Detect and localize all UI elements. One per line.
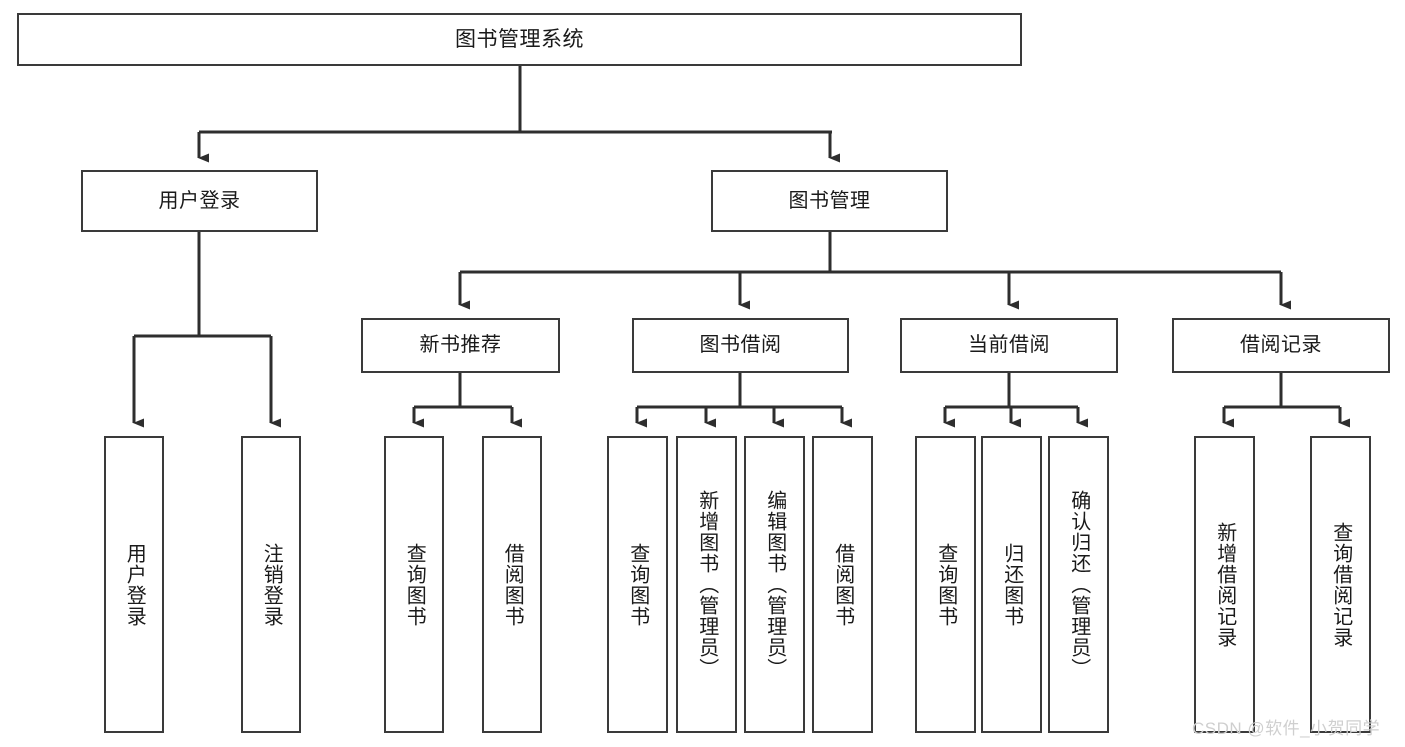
node-new-book-recommend[interactable]: 新书推荐 [361, 318, 560, 373]
node-current-borrow-label: 当前借阅 [968, 334, 1050, 357]
leaf-current-query-label: 查询图书 [934, 542, 957, 627]
csdn-watermark: CSDN @软件_小贺同学 [1192, 719, 1381, 738]
node-book-borrow-label: 图书借阅 [699, 334, 782, 357]
leaf-current-confirm-label: 确认归还（管理员） [1067, 490, 1090, 679]
leaf-current-return-label: 归还图书 [1000, 542, 1023, 627]
leaf-current-query[interactable]: 查询图书 [915, 436, 976, 733]
leaf-record-add[interactable]: 新增借阅记录 [1194, 436, 1255, 733]
leaf-current-return[interactable]: 归还图书 [981, 436, 1042, 733]
leaf-newbook-borrow-label: 借阅图书 [501, 542, 524, 627]
leaf-borrow-query-label: 查询图书 [626, 542, 649, 627]
leaf-borrow-add-label: 新增图书（管理员） [695, 490, 718, 679]
node-root-label: 图书管理系统 [455, 27, 584, 51]
leaf-user-logout[interactable]: 注销登录 [241, 436, 301, 733]
node-new-book-recommend-label: 新书推荐 [419, 334, 502, 357]
leaf-borrow-edit-label: 编辑图书（管理员） [763, 490, 786, 679]
leaf-record-query[interactable]: 查询借阅记录 [1310, 436, 1371, 733]
node-book-management[interactable]: 图书管理 [711, 170, 948, 232]
node-book-management-label: 图书管理 [788, 189, 871, 212]
leaf-user-login-label: 用户登录 [123, 542, 146, 627]
node-borrow-record[interactable]: 借阅记录 [1172, 318, 1390, 373]
node-root[interactable]: 图书管理系统 [17, 13, 1022, 66]
leaf-newbook-query[interactable]: 查询图书 [384, 436, 444, 733]
leaf-record-add-label: 新增借阅记录 [1213, 521, 1236, 648]
leaf-current-confirm[interactable]: 确认归还（管理员） [1048, 436, 1109, 733]
leaf-newbook-query-label: 查询图书 [403, 542, 426, 627]
leaf-borrow-lend[interactable]: 借阅图书 [812, 436, 873, 733]
leaf-borrow-query[interactable]: 查询图书 [607, 436, 668, 733]
leaf-user-logout-label: 注销登录 [260, 542, 283, 627]
leaf-newbook-borrow[interactable]: 借阅图书 [482, 436, 542, 733]
node-book-borrow[interactable]: 图书借阅 [632, 318, 849, 373]
node-current-borrow[interactable]: 当前借阅 [900, 318, 1118, 373]
leaf-borrow-lend-label: 借阅图书 [831, 542, 854, 627]
leaf-record-query-label: 查询借阅记录 [1329, 521, 1352, 648]
node-user-login-label: 用户登录 [158, 189, 241, 212]
node-user-login[interactable]: 用户登录 [81, 170, 318, 232]
leaf-borrow-edit[interactable]: 编辑图书（管理员） [744, 436, 805, 733]
leaf-borrow-add[interactable]: 新增图书（管理员） [676, 436, 737, 733]
leaf-user-login[interactable]: 用户登录 [104, 436, 164, 733]
node-borrow-record-label: 借阅记录 [1240, 334, 1322, 357]
